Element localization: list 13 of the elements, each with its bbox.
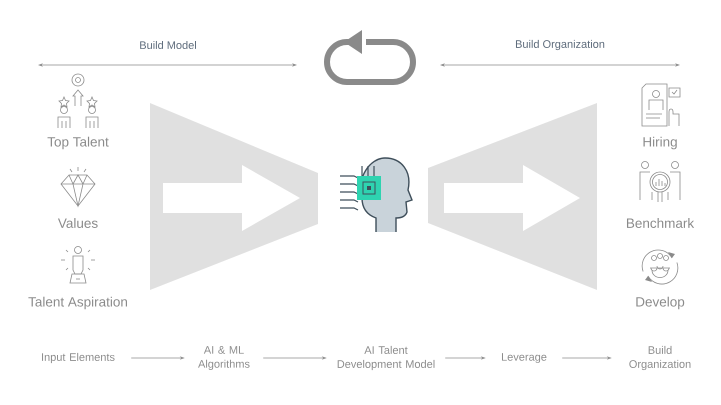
icon-caption: Hiring: [644, 136, 677, 150]
flow-step-text: Build Organization: [629, 346, 690, 370]
icon-caption: Benchmark: [626, 218, 694, 228]
icon-caption: Values: [58, 218, 98, 228]
flow-step-text: Leverage: [502, 353, 546, 363]
section-heading: Build Organization: [516, 40, 604, 50]
icon-caption: Talent Aspiration: [28, 296, 127, 310]
flow-step-text: Input Elements: [42, 352, 115, 364]
icon-caption: Develop: [636, 296, 684, 310]
section-heading: Build Model: [140, 40, 196, 50]
flow-step-text: AI Talent Development Model: [338, 346, 434, 370]
flow-step-text: AI & ML Algorithms: [198, 346, 250, 370]
icon-caption: Top Talent: [48, 136, 109, 150]
